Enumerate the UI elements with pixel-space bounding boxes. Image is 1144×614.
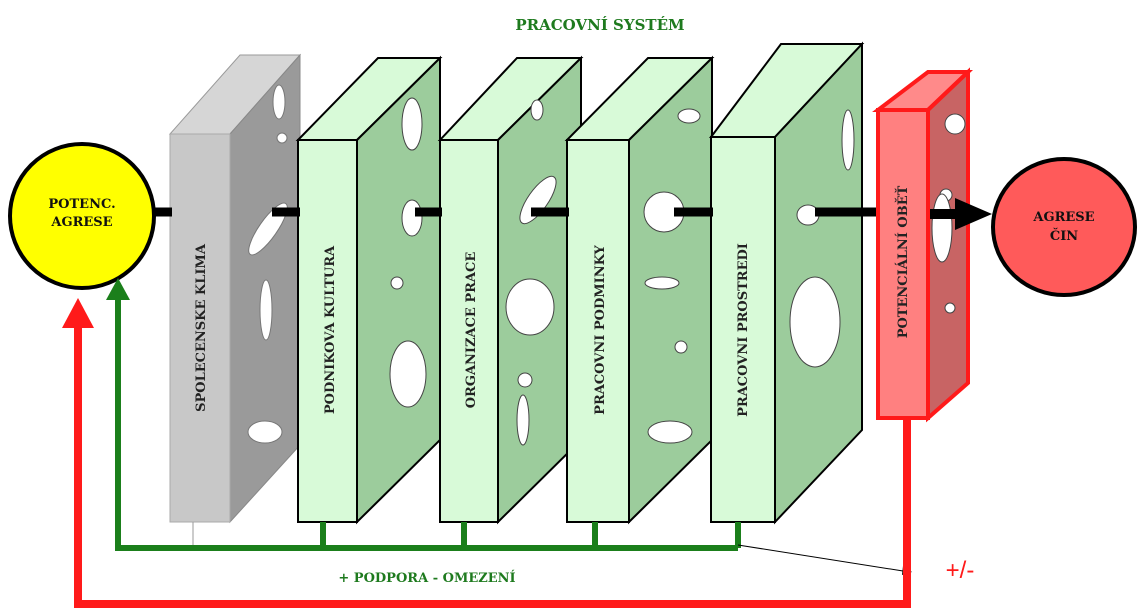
layer-label: PRACOVNI PROSTREDI [736,243,751,417]
arrowhead [955,198,992,230]
layer-label: PODNIKOVA KULTURA [323,245,338,414]
layer-holes [789,109,855,368]
feedback-green-label: + PODPORA - OMEZENÍ [338,570,515,586]
target-node-line1: AGRESE [1032,210,1094,225]
green-arrowhead [106,278,130,300]
diagram-title: PRACOVNÍ SYSTÉM [515,16,684,34]
layer-label: SPOLECENSKE KLIMA [194,243,209,412]
layer-label: PRACOVNI PODMINKY [593,244,608,414]
layer-pracovni-podminky: PRACOVNI PODMINKY [564,55,715,525]
layer-label: POTENCIÁLNÍ OBĚŤ [895,185,911,338]
source-node-line1: POTENC. [48,197,115,212]
feedback-red: +/- [62,298,975,608]
red-arrowhead [62,298,94,328]
layer-holes [643,108,701,444]
layer-label: ORGANIZACE PRACE [464,252,479,409]
layer-holes [389,97,427,408]
source-node-potenc-agrese: POTENC. AGRESE [8,142,156,290]
layer-podnikova-kultura: PODNIKOVA KULTURA [295,55,443,525]
feedback-green: + PODPORA - OMEZENÍ [106,278,912,586]
layer-organizace-prace: ORGANIZACE PRACE [437,55,584,525]
layer-holes [505,99,557,446]
layer-potencialni-obet: POTENCIÁLNÍ OBĚŤ [872,67,974,423]
source-node-line2: AGRESE [50,215,112,230]
feedback-red-label: +/- [946,557,975,584]
layer-spolecenske-klima: SPOLECENSKE KLIMA [168,53,302,524]
layer-pracovni-prostredi: PRACOVNI PROSTREDI [708,41,865,525]
target-node-agrese-cin: AGRESE ČIN [991,157,1137,297]
target-node-line2: ČIN [1050,227,1078,244]
